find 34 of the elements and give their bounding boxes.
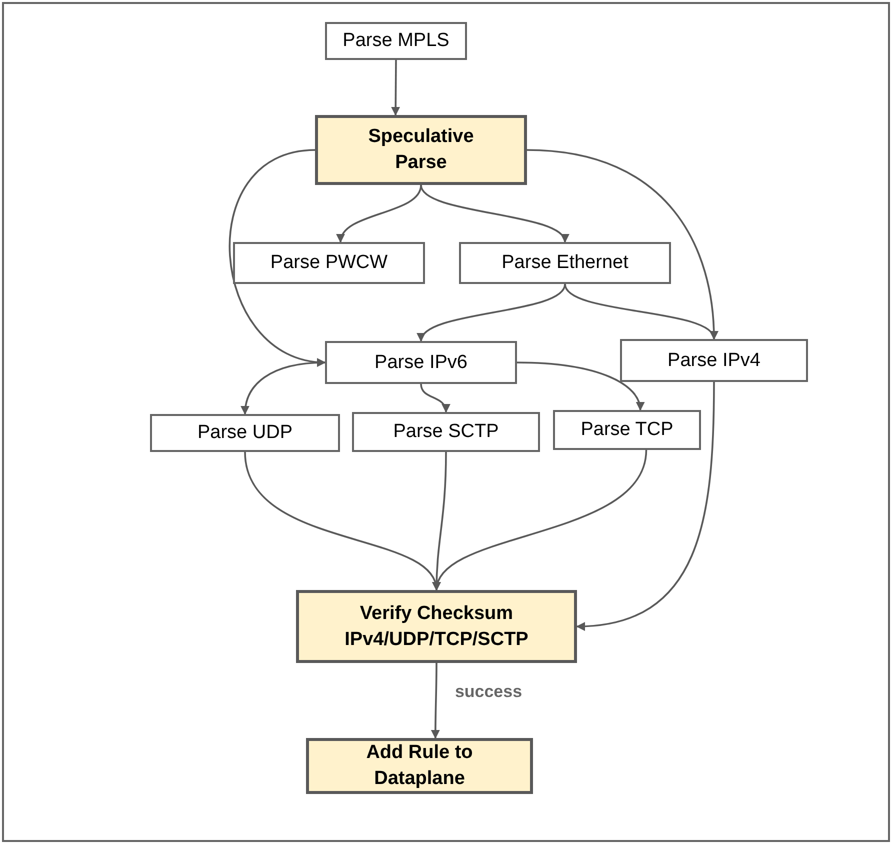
box-label: Parse IPv6 bbox=[374, 350, 468, 374]
box-label: Add Rule to Dataplane bbox=[365, 741, 474, 791]
arrow bbox=[229, 149, 326, 366]
box-label: Verify Checksum IPv4/UDP/TCP/SCTP bbox=[344, 602, 530, 652]
process-box bbox=[620, 339, 808, 382]
arrow bbox=[420, 284, 566, 342]
arrow bbox=[391, 60, 400, 116]
box-label: Parse UDP bbox=[197, 421, 293, 445]
box-label: Speculative Parse bbox=[367, 125, 475, 175]
arrow bbox=[576, 382, 715, 630]
arrow bbox=[434, 450, 648, 591]
box-label: Parse Ethernet bbox=[502, 251, 628, 275]
process-box bbox=[352, 412, 540, 452]
box-label: Parse MPLS bbox=[342, 29, 450, 53]
process-box bbox=[553, 410, 701, 450]
arrow bbox=[241, 362, 326, 415]
box-label: Parse TCP bbox=[580, 418, 674, 442]
process-box bbox=[306, 738, 533, 794]
process-box bbox=[296, 590, 577, 663]
box-label: Parse SCTP bbox=[393, 420, 499, 444]
process-box bbox=[150, 414, 340, 452]
process-box bbox=[325, 341, 517, 384]
arrow bbox=[338, 184, 422, 243]
process-box bbox=[233, 242, 425, 284]
box-label: Parse IPv4 bbox=[668, 348, 760, 372]
arrow bbox=[564, 284, 716, 340]
process-box bbox=[325, 22, 467, 60]
arrow bbox=[420, 384, 450, 413]
process-box bbox=[459, 242, 671, 284]
process-box bbox=[315, 115, 527, 185]
box-label: Parse PWCW bbox=[270, 251, 388, 275]
arrow bbox=[516, 362, 644, 411]
arrow bbox=[420, 184, 566, 243]
arrow bbox=[430, 663, 440, 739]
